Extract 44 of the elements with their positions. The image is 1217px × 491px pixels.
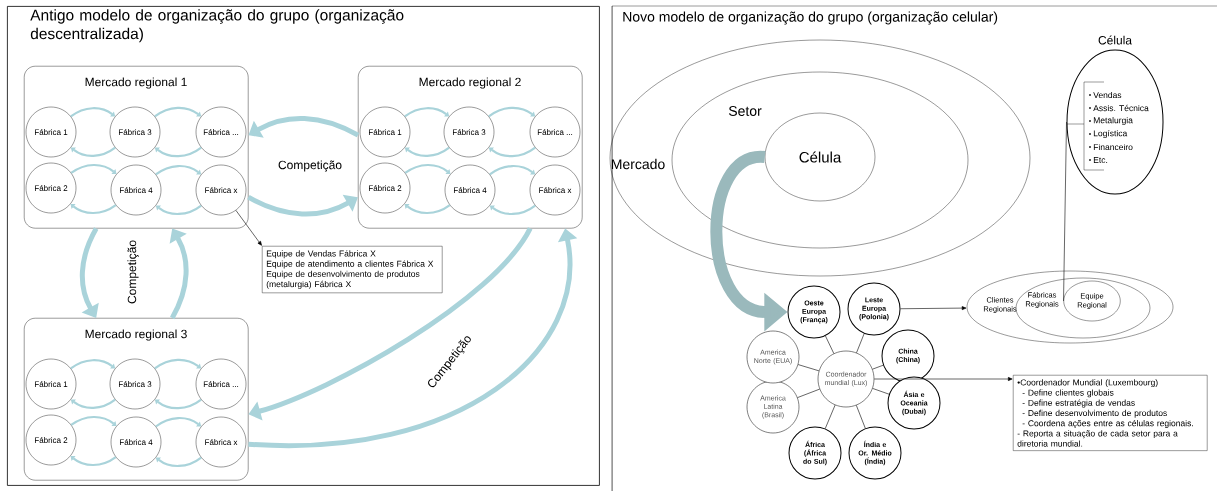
curved-arrow xyxy=(404,163,451,174)
curved-arrow xyxy=(70,204,117,215)
arrow xyxy=(900,306,967,311)
label: Competição xyxy=(278,160,342,172)
connector-line xyxy=(856,333,865,354)
connector-line xyxy=(856,405,866,429)
arrow xyxy=(873,377,1013,381)
label: Competição xyxy=(127,240,139,304)
connector-line xyxy=(824,404,836,429)
connector-line xyxy=(825,335,835,354)
curved-arrow xyxy=(156,204,202,216)
curved-arrow xyxy=(71,398,116,409)
connector-line xyxy=(872,388,890,395)
note-box: •Coordenador Mundial (Luxembourg) - Define clientes globais - Define estratégia de vendas - Define desenvolvimento de produtos - Coordena ações entre as células regionais. - Reporta a situação de cada setor para a diretoria mundial. xyxy=(1013,375,1208,451)
curved-arrow xyxy=(70,107,115,118)
curved-arrow xyxy=(70,415,117,426)
curved-arrow xyxy=(71,146,116,157)
connector-line xyxy=(872,364,884,370)
node-label: Célula xyxy=(1098,35,1132,45)
block-arrow xyxy=(79,227,99,318)
curved-arrow xyxy=(154,358,201,370)
curved-arrow xyxy=(490,204,536,216)
arrow xyxy=(235,210,262,246)
curved-arrow xyxy=(70,359,115,370)
curved-arrow xyxy=(154,106,201,118)
curved-arrow xyxy=(489,146,536,158)
curved-arrow xyxy=(405,146,450,157)
curved-arrow xyxy=(404,204,451,215)
curved-arrow xyxy=(155,164,201,176)
panel-title: Novo modelo de organização do grupo (organização celular) xyxy=(623,11,998,25)
connector-line xyxy=(797,388,820,398)
curved-arrow xyxy=(155,146,202,158)
curved-arrow xyxy=(155,416,201,428)
curved-arrow xyxy=(70,163,117,174)
text-box: Equipe de Vendas Fábrica X Equipe de atendimento a clientes Fábrica X Equipe de desenvolvimento de produtos (metalurgia) Fábrica X xyxy=(262,246,443,294)
connector-line xyxy=(797,364,820,372)
curved-arrow xyxy=(489,164,535,176)
connector-line xyxy=(1063,121,1067,302)
curved-arrow xyxy=(70,456,117,467)
block-arrow xyxy=(247,194,358,217)
curved-arrow xyxy=(155,398,202,410)
curved-arrow xyxy=(404,107,449,118)
curved-arrow xyxy=(156,456,202,468)
curved-arrow xyxy=(488,106,535,118)
